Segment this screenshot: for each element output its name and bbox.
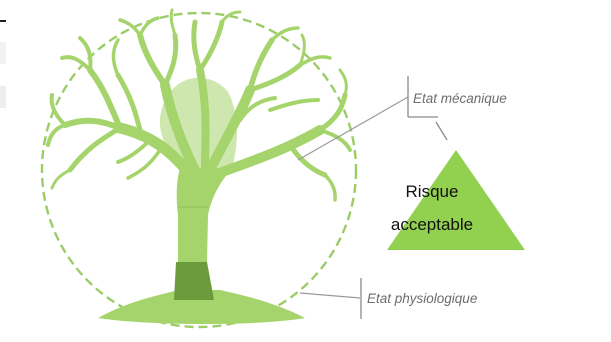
mechanical-bracket (407, 76, 448, 141)
risk-label-line1: Risque (406, 182, 459, 201)
left-edge-fragments (0, 20, 6, 108)
physiological-state-label: Etat physiologique (367, 291, 477, 306)
mechanical-connector-line (297, 96, 409, 161)
tree-icon (46, 8, 352, 324)
connectors (297, 96, 409, 299)
boundary-circle (40, 11, 358, 329)
physiological-connector-line (299, 292, 361, 299)
mechanical-state-label: Etat mécanique (413, 91, 507, 106)
risk-label-line2: acceptable (391, 215, 473, 234)
warning-triangle-icon (387, 150, 525, 250)
